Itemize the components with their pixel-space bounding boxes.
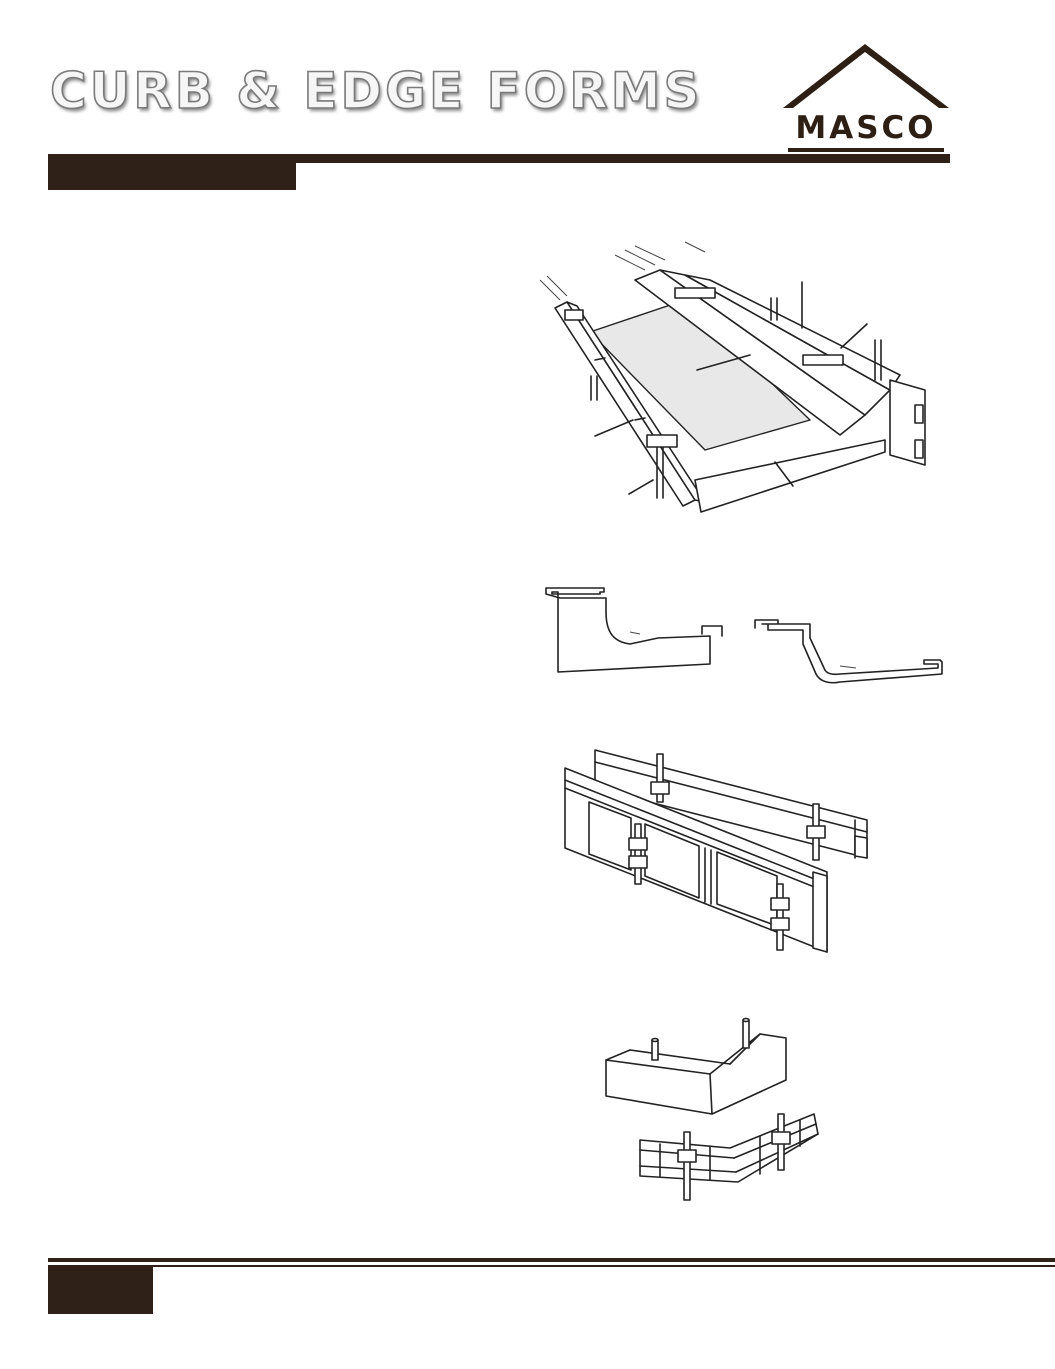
leader-line-6 xyxy=(628,479,654,495)
footer-tab xyxy=(48,1266,153,1314)
curb-gutter-form-assembly-figure xyxy=(539,241,926,513)
leader-line-2 xyxy=(840,323,868,349)
page-title: CURB & EDGE FORMS xyxy=(49,62,703,120)
curb-profile-right xyxy=(754,619,943,684)
header-rule xyxy=(48,154,950,163)
curb-profiles-figure xyxy=(545,587,943,684)
corner-curb-top xyxy=(605,1033,787,1115)
brand-name: MASCO xyxy=(795,110,937,146)
leader-line-3 xyxy=(696,354,751,371)
logo-underline xyxy=(788,148,944,152)
leader-line-5 xyxy=(774,461,794,487)
footer-rule xyxy=(48,1258,1055,1262)
leader-line-4 xyxy=(594,419,634,437)
corner-curb-forms-figure xyxy=(605,1017,819,1201)
front-face-form xyxy=(694,439,886,513)
header-tab xyxy=(48,154,296,190)
curb-back-form xyxy=(684,274,901,391)
curb-profile-left xyxy=(545,587,711,673)
steel-edge-forms-figure xyxy=(564,749,868,953)
footer-rule-thin xyxy=(48,1265,1055,1267)
slab-surface xyxy=(589,299,811,451)
logo-roof-icon xyxy=(783,44,949,108)
masco-logo xyxy=(783,44,949,152)
